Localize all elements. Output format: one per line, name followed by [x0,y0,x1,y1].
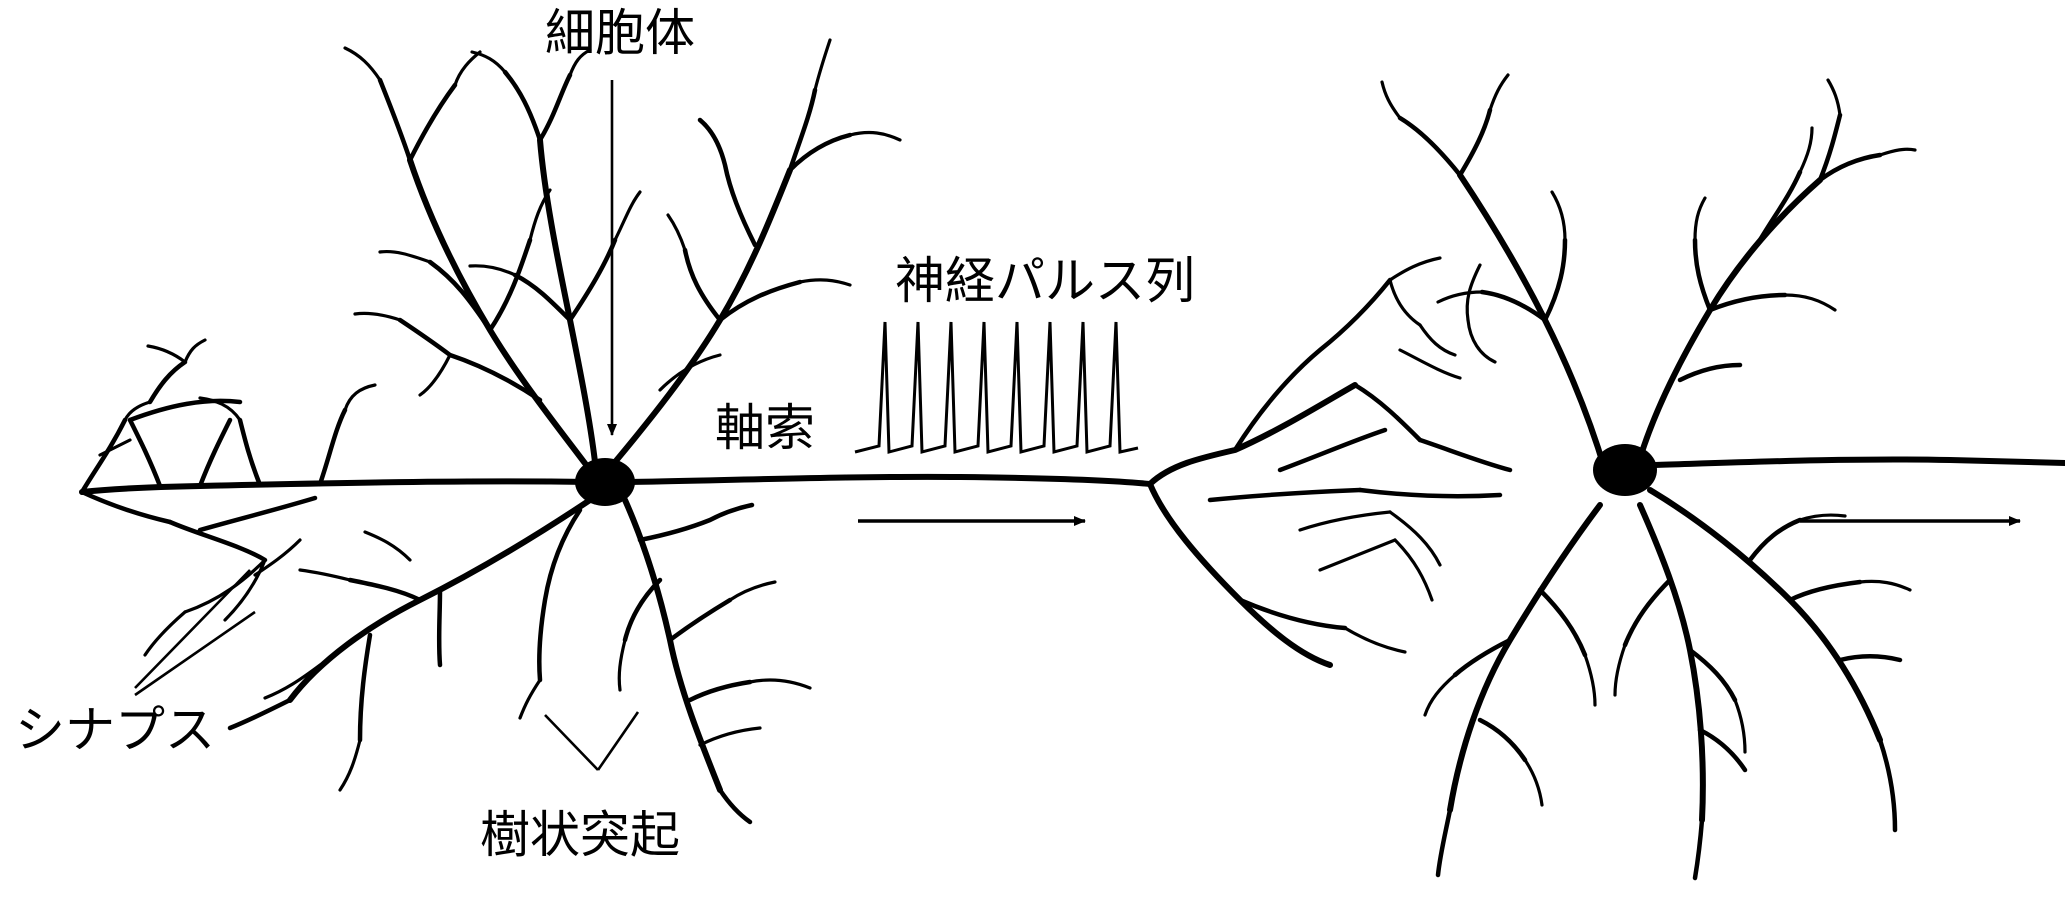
synapse-pointer-upper [135,570,250,688]
pulse-train-label: 神経パルス列 [895,252,1195,310]
right-soma [1593,444,1657,496]
axon-label: 軸索 [715,399,815,457]
synapse-pointer-lower [135,612,255,695]
right-axon [1655,459,2065,465]
dendrite-pointer-left [545,715,598,770]
soma-label: 細胞体 [545,4,695,62]
dendrite-pointer-right [598,712,638,770]
dendrite-label: 樹状突起 [480,806,680,864]
right-dendrites [1150,75,1915,878]
left-axon [630,477,1150,484]
pulse-train [855,322,1138,452]
left-soma [575,458,635,506]
left-neuron [82,40,1150,822]
synapse-label: シナプス [15,701,215,759]
right-neuron [1150,75,2065,878]
